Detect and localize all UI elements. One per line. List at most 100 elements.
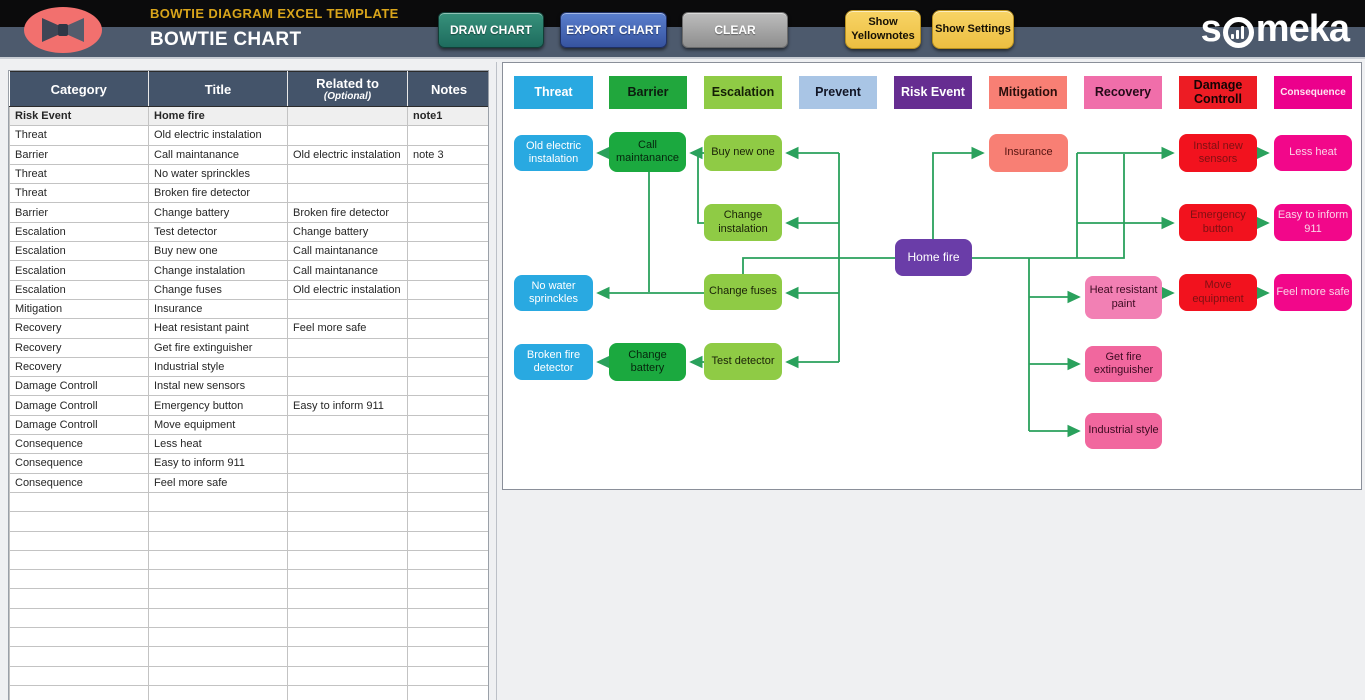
node-get-fire-extinguisher[interactable]: Get fire extinguisher: [1085, 346, 1162, 382]
node-change-instalation[interactable]: Change instalation: [704, 204, 782, 241]
category-header-damage-controll[interactable]: Damage Controll: [1179, 76, 1257, 109]
empty-cell[interactable]: [407, 569, 488, 590]
cell-title[interactable]: Broken fire detector: [148, 183, 288, 204]
cell-category[interactable]: Barrier: [9, 144, 149, 165]
node-less-heat[interactable]: Less heat: [1274, 135, 1352, 171]
cell-title[interactable]: Emergency button: [148, 395, 288, 416]
empty-cell[interactable]: [407, 646, 488, 667]
empty-cell[interactable]: [287, 569, 408, 590]
cell-category[interactable]: Escalation: [9, 241, 149, 262]
cell-title[interactable]: Change instalation: [148, 260, 288, 281]
category-header-barrier[interactable]: Barrier: [609, 76, 687, 109]
category-header-prevent[interactable]: Prevent: [799, 76, 877, 109]
node-test-detector[interactable]: Test detector: [704, 343, 782, 380]
cell-category[interactable]: Mitigation: [9, 298, 149, 320]
empty-cell[interactable]: [9, 588, 149, 609]
empty-cell[interactable]: [287, 607, 408, 629]
empty-cell[interactable]: [407, 588, 488, 609]
cell-title[interactable]: Less heat: [148, 434, 288, 455]
empty-cell[interactable]: [9, 607, 149, 629]
cell-notes[interactable]: [407, 318, 488, 339]
cell-related[interactable]: Broken fire detector: [287, 202, 408, 223]
cell-notes[interactable]: [407, 125, 488, 146]
cell-category[interactable]: Threat: [9, 125, 149, 146]
empty-cell[interactable]: [148, 627, 288, 648]
cell-related[interactable]: [287, 472, 408, 493]
cell-related[interactable]: Call maintanance: [287, 260, 408, 281]
node-feel-more-safe[interactable]: Feel more safe: [1274, 274, 1352, 311]
node-call-maintanance[interactable]: Call maintanance: [609, 132, 686, 172]
cell-category[interactable]: Recovery: [9, 356, 149, 378]
cell-related[interactable]: [287, 414, 408, 436]
empty-cell[interactable]: [148, 530, 288, 551]
empty-cell[interactable]: [9, 646, 149, 667]
cell-title[interactable]: Insurance: [148, 298, 288, 320]
cell-title[interactable]: Get fire extinguisher: [148, 337, 288, 358]
empty-cell[interactable]: [9, 511, 149, 532]
cell-notes[interactable]: [407, 260, 488, 281]
cell-category[interactable]: Consequence: [9, 453, 149, 474]
cell-category[interactable]: Escalation: [9, 221, 149, 243]
empty-cell[interactable]: [287, 684, 408, 700]
cell-related[interactable]: [287, 337, 408, 358]
empty-cell[interactable]: [407, 627, 488, 648]
node-no-water-sprinckles[interactable]: No water sprinckles: [514, 275, 593, 311]
cell-notes[interactable]: [407, 453, 488, 474]
node-easy-to-inform-911[interactable]: Easy to inform 911: [1274, 204, 1352, 241]
empty-cell[interactable]: [287, 530, 408, 551]
cell-category[interactable]: Escalation: [9, 279, 149, 300]
cell-related[interactable]: Old electric instalation: [287, 144, 408, 165]
empty-cell[interactable]: [407, 530, 488, 551]
category-header-threat[interactable]: Threat: [514, 76, 593, 109]
empty-cell[interactable]: [407, 511, 488, 532]
empty-cell[interactable]: [9, 684, 149, 700]
cell-notes[interactable]: [407, 202, 488, 223]
node-home-fire[interactable]: Home fire: [895, 239, 972, 276]
empty-cell[interactable]: [287, 549, 408, 571]
cell-category[interactable]: Threat: [9, 163, 149, 185]
node-industrial-style[interactable]: Industrial style: [1085, 413, 1162, 449]
cell-related[interactable]: [287, 163, 408, 185]
cell-title[interactable]: Change fuses: [148, 279, 288, 300]
empty-cell[interactable]: [287, 627, 408, 648]
cell-related[interactable]: [287, 453, 408, 474]
empty-cell[interactable]: [287, 588, 408, 609]
cell-notes[interactable]: [407, 472, 488, 493]
cell-title[interactable]: Old electric instalation: [148, 125, 288, 146]
cell-notes[interactable]: note1: [407, 105, 488, 127]
cell-related[interactable]: [287, 434, 408, 455]
empty-cell[interactable]: [148, 684, 288, 700]
empty-cell[interactable]: [407, 607, 488, 629]
cell-title[interactable]: Buy new one: [148, 241, 288, 262]
empty-cell[interactable]: [287, 646, 408, 667]
cell-category[interactable]: Damage Controll: [9, 414, 149, 436]
cell-category[interactable]: Barrier: [9, 202, 149, 223]
node-insurance[interactable]: Insurance: [989, 134, 1068, 172]
empty-cell[interactable]: [407, 491, 488, 513]
cell-related[interactable]: [287, 376, 408, 397]
empty-cell[interactable]: [148, 646, 288, 667]
cell-title[interactable]: Home fire: [148, 105, 288, 127]
cell-notes[interactable]: note 3: [407, 144, 488, 165]
empty-cell[interactable]: [287, 491, 408, 513]
empty-cell[interactable]: [9, 530, 149, 551]
cell-related[interactable]: Old electric instalation: [287, 279, 408, 300]
node-buy-new-one[interactable]: Buy new one: [704, 135, 782, 171]
cell-category[interactable]: Damage Controll: [9, 395, 149, 416]
empty-cell[interactable]: [148, 588, 288, 609]
cell-title[interactable]: Call maintanance: [148, 144, 288, 165]
empty-cell[interactable]: [9, 627, 149, 648]
cell-related[interactable]: [287, 105, 408, 127]
cell-notes[interactable]: [407, 241, 488, 262]
empty-cell[interactable]: [148, 569, 288, 590]
category-header-escalation[interactable]: Escalation: [704, 76, 782, 109]
category-header-mitigation[interactable]: Mitigation: [989, 76, 1067, 109]
cell-title[interactable]: Instal new sensors: [148, 376, 288, 397]
cell-related[interactable]: Call maintanance: [287, 241, 408, 262]
cell-title[interactable]: Change battery: [148, 202, 288, 223]
node-broken-fire-detector[interactable]: Broken fire detector: [514, 344, 593, 380]
cell-category[interactable]: Consequence: [9, 434, 149, 455]
node-move-equipment[interactable]: Move equipment: [1179, 274, 1257, 311]
cell-title[interactable]: Test detector: [148, 221, 288, 243]
category-header-recovery[interactable]: Recovery: [1084, 76, 1162, 109]
